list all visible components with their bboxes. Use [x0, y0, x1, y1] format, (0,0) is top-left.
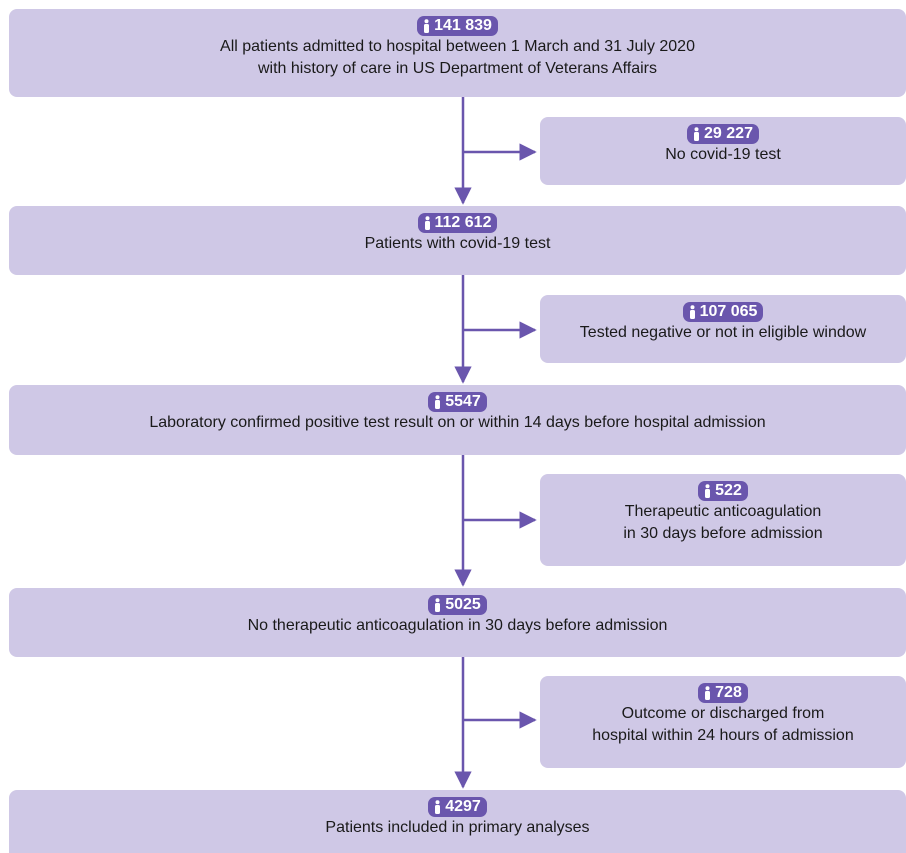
count-value: 5025 [445, 596, 481, 613]
count-badge: 29 227 [687, 124, 759, 144]
step-box-2: 112 612 Patients with covid-19 test [9, 206, 906, 275]
count-value: 107 065 [699, 303, 758, 320]
count-badge: 141 839 [417, 16, 498, 36]
count-badge: 522 [698, 481, 748, 501]
person-icon [689, 304, 695, 319]
step-text-line: All patients admitted to hospital betwee… [220, 38, 695, 55]
person-icon [435, 597, 441, 612]
person-icon [705, 685, 711, 700]
exclusion-text-line: Outcome or discharged from [621, 705, 825, 722]
person-icon [705, 483, 711, 498]
count-value: 141 839 [434, 17, 492, 34]
exclusion-box-1: 29 227 No covid-19 test [540, 117, 906, 185]
exclusion-box-2: 107 065 Tested negative or not in eligib… [540, 295, 906, 363]
count-badge: 5025 [428, 595, 487, 615]
exclusion-text-line: Therapeutic anticoagulation [624, 503, 822, 520]
person-icon [424, 18, 430, 33]
person-icon [424, 215, 430, 230]
exclusion-text-line: hospital within 24 hours of admission [592, 727, 854, 744]
step-box-5: 4297 Patients included in primary analys… [9, 790, 906, 853]
step-box-3: 5547 Laboratory confirmed positive test … [9, 385, 906, 455]
step-box-1: 141 839 All patients admitted to hospita… [9, 9, 906, 97]
exclusion-box-3: 522 Therapeutic anticoagulation in 30 da… [540, 474, 906, 566]
count-badge: 112 612 [417, 213, 498, 233]
person-icon [435, 799, 441, 814]
exclusion-text-line: No covid-19 test [665, 146, 781, 163]
person-icon [435, 394, 441, 409]
count-value: 4297 [445, 798, 481, 815]
count-value: 29 227 [704, 125, 753, 142]
count-badge: 107 065 [682, 302, 764, 322]
step-text-line: with history of care in US Department of… [258, 60, 657, 77]
count-badge: 728 [698, 683, 748, 703]
exclusion-text-line: in 30 days before admission [623, 525, 823, 542]
count-value: 728 [715, 684, 742, 701]
count-badge: 5547 [428, 392, 487, 412]
step-text-line: Patients included in primary analyses [325, 819, 590, 836]
exclusion-box-4: 728 Outcome or discharged from hospital … [540, 676, 906, 768]
count-badge: 4297 [428, 797, 487, 817]
person-icon [694, 126, 700, 141]
count-value: 522 [715, 482, 742, 499]
step-box-4: 5025 No therapeutic anticoagulation in 3… [9, 588, 906, 657]
step-text-line: Patients with covid-19 test [364, 235, 551, 252]
step-text-line: Laboratory confirmed positive test resul… [149, 414, 766, 431]
exclusion-text-line: Tested negative or not in eligible windo… [579, 324, 867, 341]
count-value: 112 612 [434, 214, 492, 231]
step-text-line: No therapeutic anticoagulation in 30 day… [247, 617, 668, 634]
count-value: 5547 [445, 393, 481, 410]
